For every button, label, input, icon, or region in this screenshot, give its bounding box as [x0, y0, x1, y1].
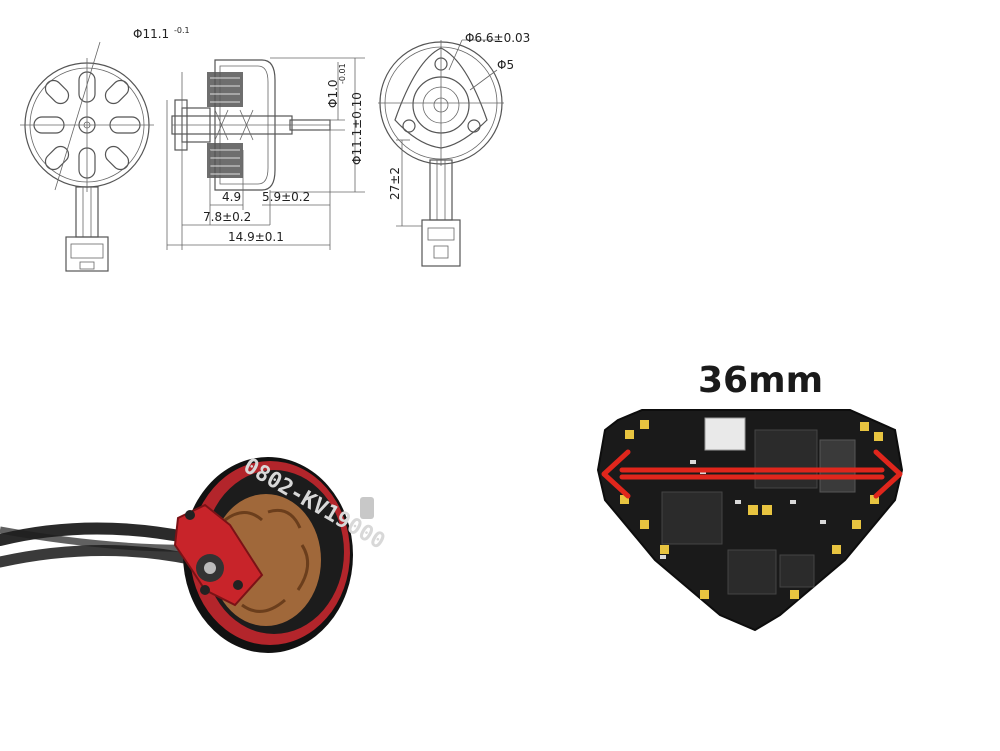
- dim-d-label: 14.9±0.1: [228, 230, 284, 244]
- board-width-label: 36mm: [698, 360, 823, 401]
- hub-diameter-label: Φ6.6±0.03: [465, 31, 530, 45]
- front-tolerance-label: -0.1: [174, 26, 190, 35]
- motor-side-view: 4.9 5.9±0.2 7.8±0.2 14.9±0.1 Φ1.0 -0.01 …: [166, 57, 365, 250]
- cable-length-label: 27±2: [388, 167, 402, 200]
- shaft-tolerance-label: -0.01: [338, 63, 347, 84]
- motor-front-view: Φ11.1 -0.1: [20, 26, 190, 272]
- board-photo: 36mm: [596, 360, 904, 632]
- bore-diameter-label: Φ5: [497, 58, 514, 72]
- front-diameter-label: Φ11.1: [133, 27, 169, 41]
- dim-c-label: 7.8±0.2: [203, 210, 251, 224]
- dim-b-label: 5.9±0.2: [262, 190, 310, 204]
- motor-photo: 0802-KV19000: [0, 454, 389, 653]
- dim-a-label: 4.9: [222, 190, 241, 204]
- body-diameter-label: Φ11.1±0.10: [350, 92, 364, 165]
- shaft-diameter-label: Φ1.0: [326, 79, 340, 108]
- motor-rear-view: Φ6.6±0.03 Φ5 27±2: [378, 31, 530, 267]
